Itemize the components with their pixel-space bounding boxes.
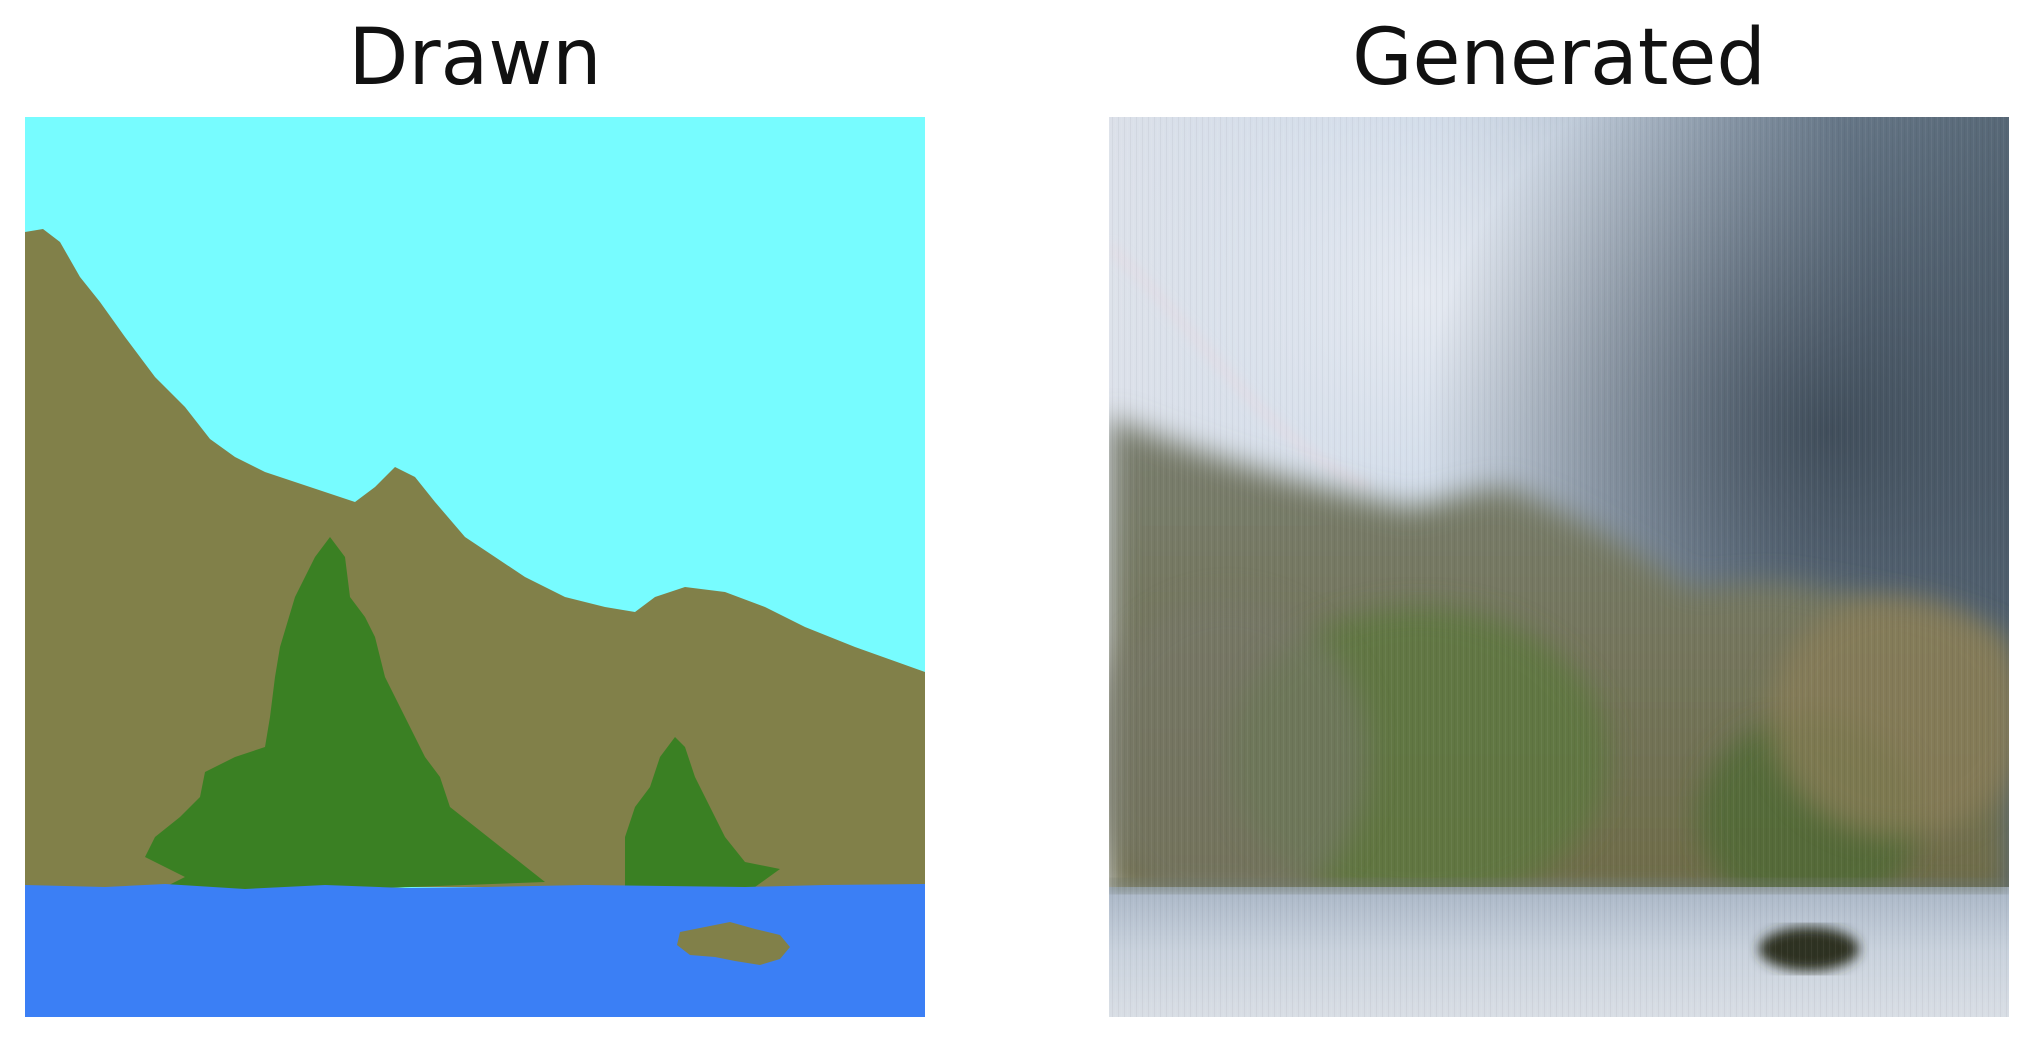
tree-region [145, 537, 545, 897]
tree-region [625, 737, 780, 887]
drawn-scene [25, 117, 925, 1017]
drawn-image [25, 117, 925, 1017]
drawn-title: Drawn [348, 13, 602, 103]
rock-region [677, 922, 790, 965]
generated-texture [1109, 117, 2009, 1017]
water-region [25, 884, 925, 1017]
generated-image [1109, 117, 2009, 1017]
mountain-region [25, 229, 925, 887]
generated-title: Generated [1352, 13, 1766, 103]
generated-scene [1109, 117, 2009, 1017]
